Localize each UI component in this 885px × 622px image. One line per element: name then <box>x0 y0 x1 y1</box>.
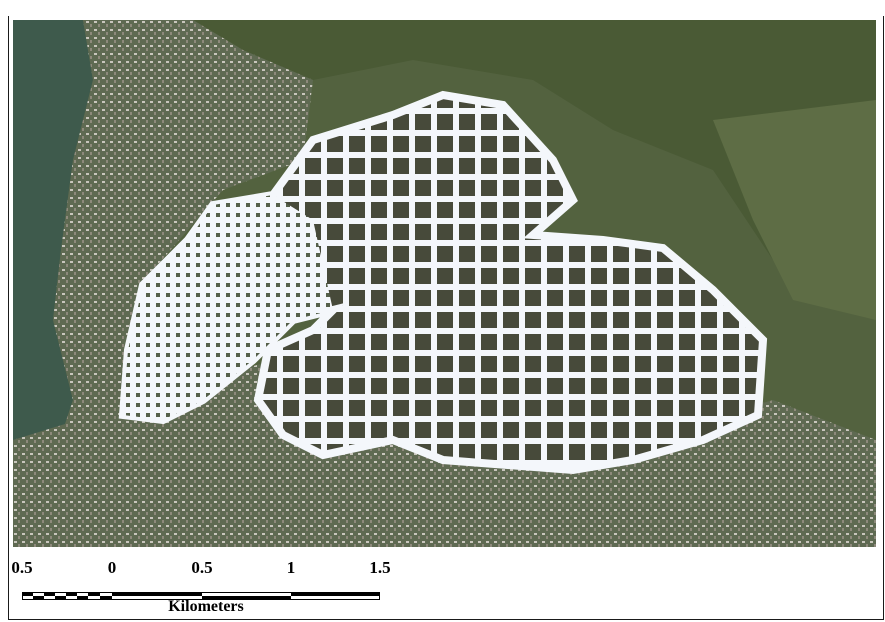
scale-bar: 0.5 0 0.5 1 1.5 Kilometers <box>8 552 391 618</box>
aerial-photo <box>13 20 876 547</box>
scale-bar-graphic <box>22 587 380 600</box>
map-frame <box>8 16 884 620</box>
scale-tick-label: 1.5 <box>369 558 391 577</box>
flood-extent-fine <box>123 195 333 420</box>
harbour-water <box>13 20 93 520</box>
hills-north <box>193 20 876 280</box>
farmland-east <box>713 100 876 320</box>
scale-tick-label: 0 <box>107 558 117 577</box>
scale-tick-label: 1 <box>286 558 296 577</box>
urban-west <box>13 20 313 547</box>
scale-unit-label: Kilometers <box>168 598 244 615</box>
scale-tick-label: 0.5 <box>191 558 213 577</box>
scale-tick-label: 0.5 <box>11 558 33 577</box>
